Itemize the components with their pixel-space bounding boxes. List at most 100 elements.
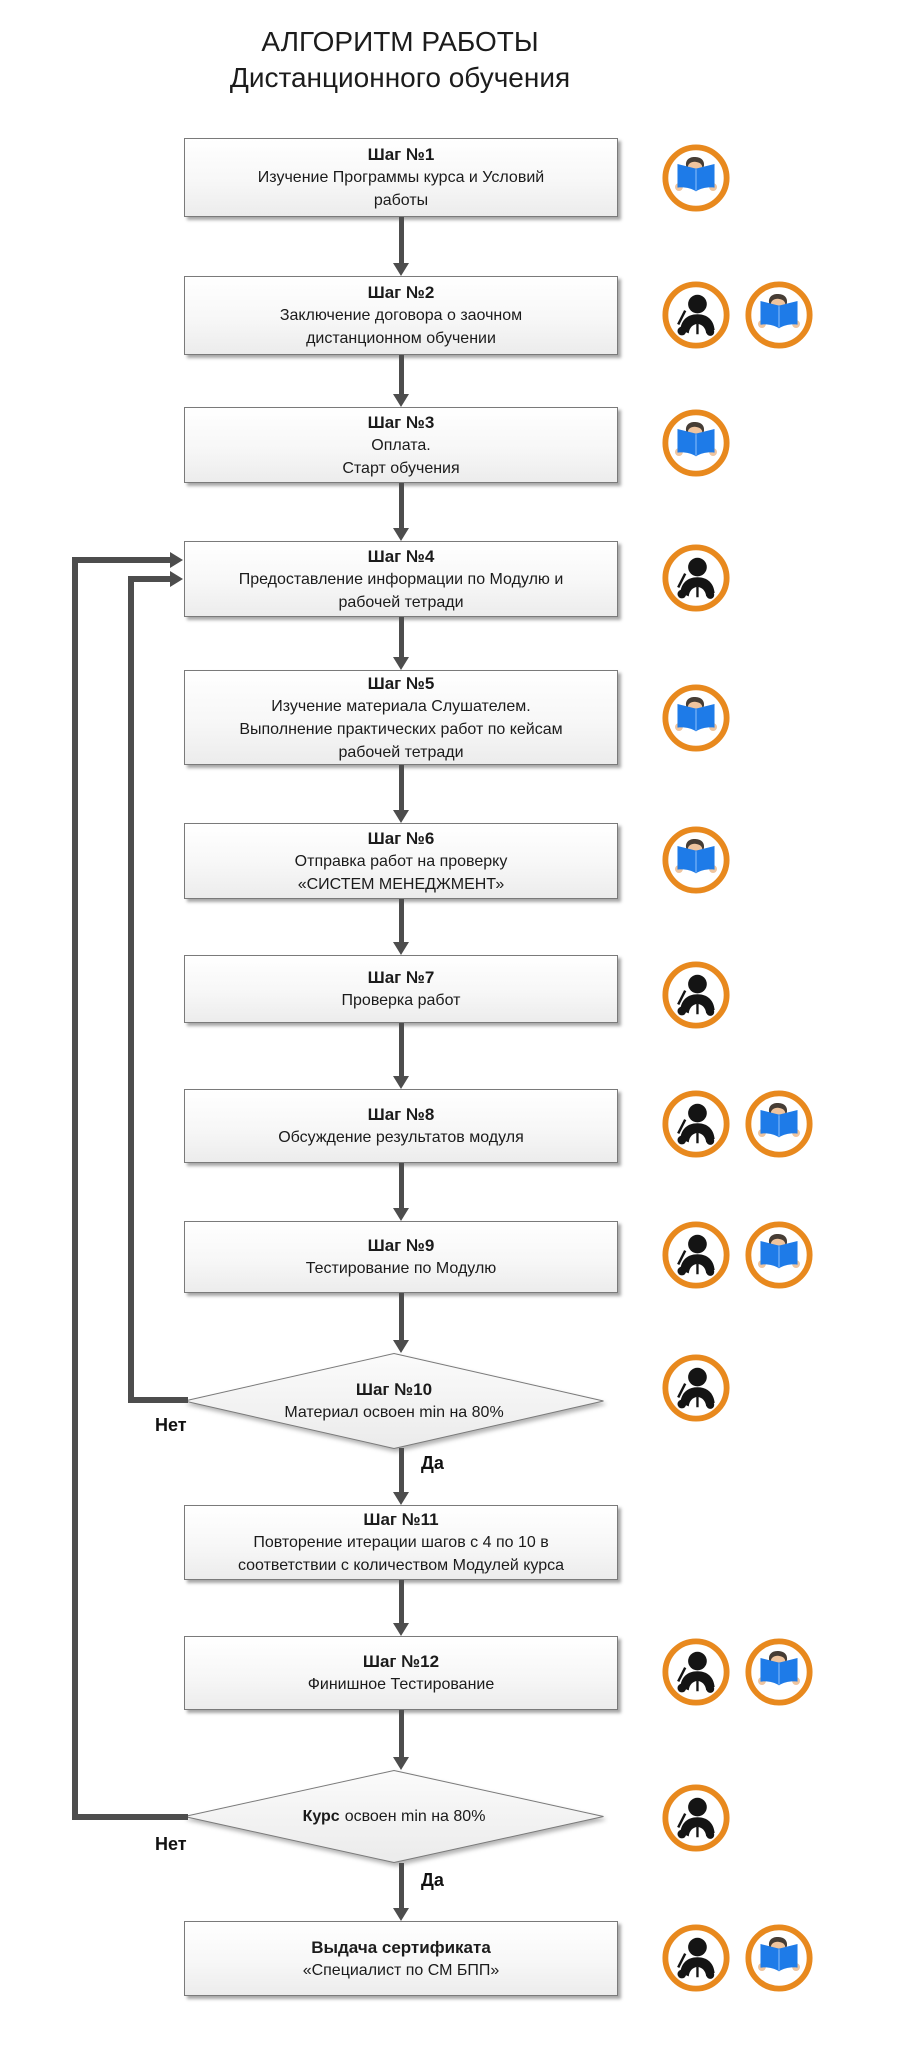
arrow-step2-to-step3	[393, 355, 409, 407]
icons-step-1	[661, 143, 731, 213]
step-5-title: Шаг №5	[367, 673, 435, 693]
student-reading-book-icon	[744, 280, 814, 350]
step-10-body: Материал освоен min на 80%	[284, 1404, 504, 1421]
decision-diamond-step-10: Шаг №10 Материал освоен min на 80%	[184, 1353, 604, 1449]
label-yes-course: Да	[421, 1870, 444, 1890]
step-4-body: Предоставление информации по Модулю и ра…	[238, 570, 564, 611]
loop-no-course-segment	[72, 557, 172, 563]
step-box-5: Шаг №5 Изучение материала Слушателем. Вы…	[184, 670, 618, 765]
icons-step-2	[661, 280, 814, 350]
tutor-at-desk-icon	[661, 1089, 731, 1159]
student-reading-book-icon	[661, 408, 731, 478]
loop-no-course-segment	[72, 557, 78, 1820]
tutor-at-desk-icon	[661, 960, 731, 1030]
tutor-at-desk-icon	[661, 1923, 731, 1993]
step-3-title: Шаг №3	[367, 412, 435, 432]
tutor-at-desk-icon	[661, 543, 731, 613]
step-9-title: Шаг №9	[367, 1236, 435, 1255]
step-11-body: Повторение итерации шагов с 4 по 10 в со…	[237, 1534, 565, 1574]
arrow-step4-to-step5	[393, 617, 409, 670]
decision-10-text: Шаг №10 Материал освоен min на 80%	[184, 1353, 604, 1449]
page-title: АЛГОРИТМ РАБОТЫ Дистанционного обучения	[100, 24, 700, 96]
icons-certificate	[661, 1923, 814, 1993]
page-title-line2: Дистанционного обучения	[229, 62, 571, 93]
tutor-at-desk-icon	[661, 1783, 731, 1853]
loop-no-step10-segment	[128, 576, 172, 582]
student-reading-book-icon	[661, 143, 731, 213]
arrow-course-to-certificate	[393, 1863, 409, 1921]
icons-course-decision	[661, 1783, 731, 1853]
arrow-step5-to-step6	[393, 765, 409, 823]
student-reading-book-icon	[661, 683, 731, 753]
step-6-title: Шаг №6	[367, 828, 435, 848]
course-word: Курс	[302, 1808, 340, 1825]
arrow-step7-to-step8	[393, 1023, 409, 1089]
tutor-at-desk-icon	[661, 1220, 731, 1290]
step-12-body: Финишное Тестирование	[307, 1676, 495, 1693]
step-5-body: Изучение материала Слушателем. Выполнени…	[239, 697, 563, 761]
arrow-step9-to-step10	[393, 1293, 409, 1353]
step-9-body: Тестирование по Модулю	[305, 1260, 497, 1277]
tutor-at-desk-icon	[661, 1637, 731, 1707]
step-6-body: Отправка работ на проверку «СИСТЕМ МЕНЕД…	[294, 852, 508, 893]
label-no-step10: Нет	[155, 1415, 187, 1435]
diamond-shape	[184, 1770, 604, 1863]
icons-step-6	[661, 825, 731, 895]
step-8-title: Шаг №8	[367, 1105, 435, 1124]
student-reading-book-icon	[744, 1637, 814, 1707]
loop-no-step10-segment	[128, 1397, 188, 1403]
step-box-11: Шаг №11 Повторение итерации шагов с 4 по…	[184, 1505, 618, 1580]
page-title-line1: АЛГОРИТМ РАБОТЫ	[261, 26, 539, 57]
step-8-body: Обсуждение результатов модуля	[278, 1129, 524, 1146]
arrow-step8-to-step9	[393, 1163, 409, 1221]
arrow-step6-to-step7	[393, 899, 409, 955]
step-7-title: Шаг №7	[367, 968, 435, 987]
step-box-12: Шаг №12 Финишное Тестирование	[184, 1636, 618, 1710]
step-1-title: Шаг №1	[367, 145, 435, 164]
course-rest: освоен min на 80%	[344, 1808, 486, 1825]
certificate-box: Выдача сертификата «Специалист по СМ БПП…	[184, 1921, 618, 1996]
loop-no-step10-arrowhead	[170, 571, 183, 587]
label-no-course: Нет	[155, 1834, 187, 1854]
step-2-title: Шаг №2	[367, 283, 435, 302]
step-box-2: Шаг №2 Заключение договора о заочном дис…	[184, 276, 618, 355]
step-box-9: Шаг №9 Тестирование по Модулю	[184, 1221, 618, 1293]
step-box-6: Шаг №6 Отправка работ на проверку «СИСТЕ…	[184, 823, 618, 899]
label-yes-step10: Да	[421, 1453, 444, 1473]
icons-step-4	[661, 543, 731, 613]
step-box-4: Шаг №4 Предоставление информации по Моду…	[184, 541, 618, 617]
student-reading-book-icon	[744, 1220, 814, 1290]
diamond-shape	[184, 1353, 604, 1449]
step-4-title: Шаг №4	[367, 546, 435, 566]
step-box-8: Шаг №8 Обсуждение результатов модуля	[184, 1089, 618, 1163]
step-box-7: Шаг №7 Проверка работ	[184, 955, 618, 1023]
certificate-body: «Специалист по СМ БПП»	[302, 1961, 500, 1979]
arrow-step10-to-step11	[393, 1448, 409, 1505]
icons-step-8	[661, 1089, 814, 1159]
student-reading-book-icon	[744, 1089, 814, 1159]
arrow-step12-to-course	[393, 1710, 409, 1770]
icons-step-12	[661, 1637, 814, 1707]
certificate-title: Выдача сертификата	[311, 1937, 491, 1957]
tutor-at-desk-icon	[661, 280, 731, 350]
icons-step-9	[661, 1220, 814, 1290]
loop-no-course-arrowhead	[170, 552, 183, 568]
step-12-title: Шаг №12	[362, 1652, 440, 1671]
step-10-title: Шаг №10	[355, 1380, 433, 1399]
icons-step-3	[661, 408, 731, 478]
student-reading-book-icon	[744, 1923, 814, 1993]
step-7-body: Проверка работ	[341, 992, 461, 1009]
arrow-step11-to-step12	[393, 1580, 409, 1636]
icons-step-5	[661, 683, 731, 753]
icons-step-7	[661, 960, 731, 1030]
step-11-title: Шаг №11	[363, 1510, 439, 1529]
step-3-body: Оплата. Старт обучения	[342, 436, 460, 477]
arrow-step1-to-step2	[393, 217, 409, 276]
step-1-body: Изучение Программы курса и Условий работ…	[257, 169, 545, 209]
step-box-3: Шаг №3 Оплата. Старт обучения	[184, 407, 618, 483]
student-reading-book-icon	[661, 825, 731, 895]
icons-step-10	[661, 1353, 731, 1423]
